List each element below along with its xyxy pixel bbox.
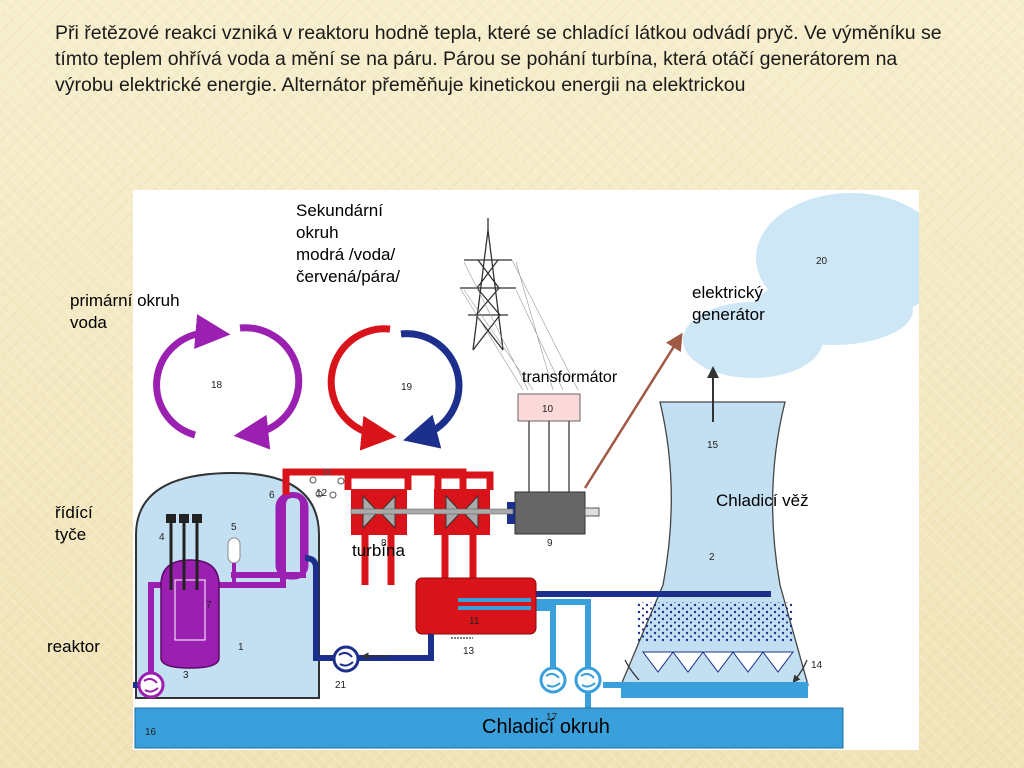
intro-paragraph: Při řetězové reakci vzniká v reaktoru ho… [55, 22, 942, 96]
cooling-pump-1 [539, 666, 567, 694]
steam-generator [275, 492, 309, 580]
number-20: 20 [816, 256, 828, 267]
pressurizer [227, 537, 241, 585]
steam-cloud [683, 193, 919, 378]
transmission-pylon [459, 218, 579, 391]
diagram-drawing: 1 2 3 4 5 6 7 8 9 10 11 12 13 14 15 16 1… [133, 193, 919, 749]
steam-bubbles [309, 468, 345, 499]
turbine-label: turbína [352, 541, 405, 560]
number-17: 17 [546, 712, 558, 723]
number-19: 19 [401, 382, 413, 393]
component-numbers: 1 2 3 4 5 6 7 8 9 10 11 12 13 14 15 16 1… [145, 256, 828, 738]
number-4: 4 [159, 532, 165, 543]
cooling-pump-2 [574, 666, 602, 694]
number-6: 6 [269, 490, 275, 501]
number-9: 9 [547, 538, 553, 549]
power-plant-diagram: 1 2 3 4 5 6 7 8 9 10 11 12 13 14 15 16 1… [133, 190, 919, 750]
turbine-assembly [344, 471, 514, 585]
number-14: 14 [811, 660, 823, 671]
number-21: 21 [335, 680, 347, 691]
number-11: 11 [469, 616, 480, 627]
electric-generator [507, 491, 600, 535]
secondary-cycle-icon [327, 325, 463, 451]
condenser [415, 577, 537, 639]
number-13: 13 [463, 646, 475, 657]
number-16: 16 [145, 727, 157, 738]
transformer [517, 393, 581, 505]
secondary-circuit-label: Sekundární okruh modrá /voda/ červená/pá… [296, 201, 400, 286]
feedwater-pump [332, 645, 360, 673]
number-10: 10 [542, 404, 554, 415]
number-15: 15 [707, 440, 719, 451]
transformer-label: transformátor [522, 369, 618, 386]
reactor-label: reaktor [47, 637, 100, 656]
primary-pump [137, 671, 165, 699]
primary-cycle-icon [153, 314, 303, 450]
number-18: 18 [211, 380, 223, 391]
cooling-tower [620, 366, 809, 698]
cooling-basin [134, 707, 844, 749]
control-rods-label: řídící tyče [55, 503, 93, 544]
reactor-vessel [160, 514, 220, 669]
number-1: 1 [238, 642, 244, 653]
number-5: 5 [231, 522, 237, 533]
number-7: 7 [206, 600, 212, 611]
number-3: 3 [183, 670, 189, 681]
turbine-highlight: pohání turbína [526, 48, 653, 70]
number-12: 12 [316, 488, 328, 499]
generator-label: elektrický generátor [692, 283, 765, 324]
cooling-circuit-label: Chladicí okruh [482, 716, 610, 738]
number-8: 8 [381, 538, 387, 549]
generator-pointer-arrow [583, 332, 683, 489]
primary-circuit-label: primární okruh voda [70, 291, 180, 332]
cooling-tower-label: Chladicí věž [716, 491, 809, 510]
alternator-highlight: Alternátor [281, 74, 367, 96]
number-2: 2 [709, 552, 715, 563]
